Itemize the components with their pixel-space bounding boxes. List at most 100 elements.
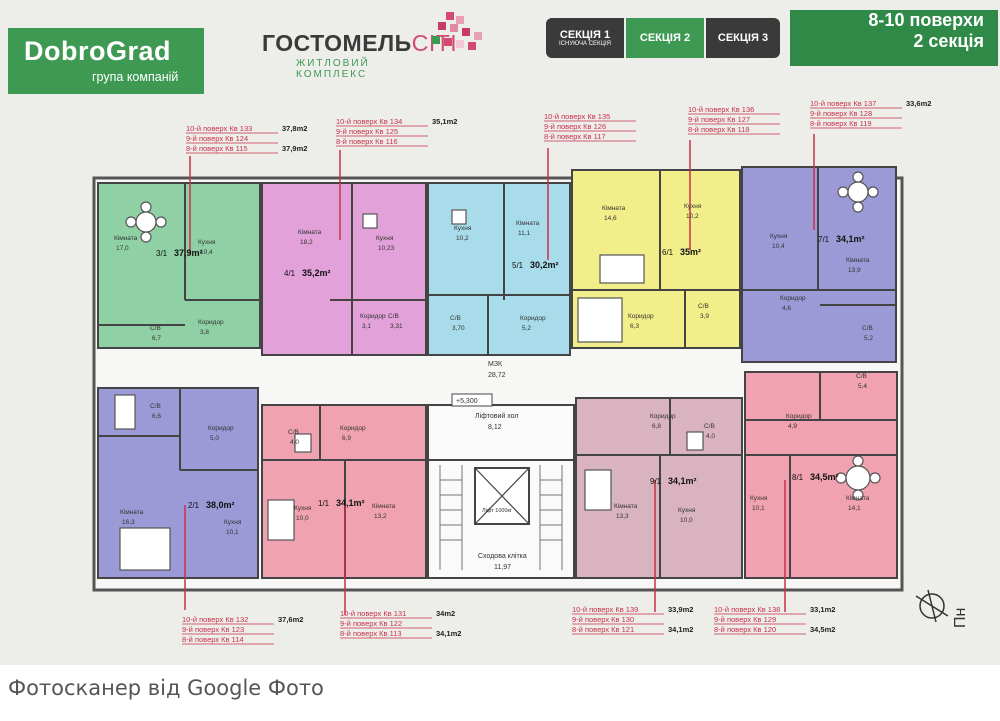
section-2-label: СЕКЦІЯ 2 <box>639 32 691 44</box>
floor-apartment-line: 9-й поверх Кв 126 <box>544 122 606 131</box>
room-area: 10,2 <box>456 235 469 242</box>
floor-apartment-line: 9-й поверх Кв 124 <box>186 134 248 143</box>
section-2-tab[interactable]: СЕКЦІЯ 2 <box>626 18 704 58</box>
room-name: Коридор <box>628 313 654 320</box>
room-area: 5,4 <box>858 383 867 390</box>
floor-apartment-line: 8-й поверх Кв 120 <box>714 625 776 634</box>
section-1-note: ІСНУЮЧА СЕКЦІЯ <box>559 41 611 47</box>
project-subtitle: ЖИТЛОВИЙ КОМПЛЕКС <box>296 58 370 80</box>
floor-apartment-line: 8-й поверх Кв 115 <box>186 144 248 153</box>
room-area: 4,6 <box>782 305 791 312</box>
unit-code: 9/1 <box>650 477 662 486</box>
brand-name: DobroGrad <box>24 36 172 66</box>
unit-code: 4/1 <box>284 269 296 278</box>
room-area: 3,8 <box>200 329 209 336</box>
room-area: 6,3 <box>630 323 639 330</box>
project-title-main: ГОСТОМЕЛЬ <box>262 30 412 56</box>
north-arrow-icon: Пн <box>915 589 969 628</box>
unit-code: 2/1 <box>188 501 200 510</box>
room-area: 3,31 <box>390 323 403 330</box>
floor-apartment-line: 9-й поверх Кв 128 <box>810 109 872 118</box>
room-name: С/В <box>450 315 461 322</box>
unit-code: 7/1 <box>818 235 830 244</box>
unit-3-1 <box>97 182 261 349</box>
floor-apartment-line: 9-й поверх Кв 123 <box>182 625 244 634</box>
floor-apartment-line: 8-й поверх Кв 113 <box>340 629 402 638</box>
floor-apartment-line: 9-й поверх Кв 125 <box>336 127 398 136</box>
section-3-tab[interactable]: СЕКЦІЯ 3 <box>706 18 780 58</box>
room-area: 6,7 <box>152 335 161 342</box>
room-area: 13,2 <box>374 513 387 520</box>
room-area: 10,4 <box>200 249 213 256</box>
unit-code: 5/1 <box>512 261 524 270</box>
room-name: С/В <box>150 325 161 332</box>
floor-apartment-line: 8-й поверх Кв 118 <box>688 125 750 134</box>
floor-apartment-line: 10-й поверх Кв 138 <box>714 605 780 614</box>
section-number: 2 секція <box>913 31 984 51</box>
room-name: Коридор <box>780 295 806 302</box>
room-name: Кухня <box>684 203 702 210</box>
floor-apartment-line: 10-й поверх Кв 137 <box>810 99 876 108</box>
room-area: 10,4 <box>772 243 785 250</box>
area-top: 33,9m2 <box>668 605 693 614</box>
area-top: 34m2 <box>436 609 455 618</box>
room-name: С/В <box>150 403 161 410</box>
room-area: 4,9 <box>788 423 797 430</box>
room-area: 10,0 <box>680 517 693 524</box>
room-name: С/В <box>704 423 715 430</box>
area-bottom: 34,5m2 <box>810 625 835 634</box>
room-name: Коридор <box>340 425 366 432</box>
room-name: Кухня <box>454 225 472 232</box>
room-area: 3,1 <box>362 323 371 330</box>
room-name: Кімната <box>120 508 144 516</box>
room-name: Кімната <box>602 204 626 212</box>
unit-4-1 <box>261 182 427 356</box>
unit-code: 3/1 <box>156 249 168 258</box>
room-area: 17,0 <box>116 245 129 252</box>
section-3-label: СЕКЦІЯ 3 <box>717 32 769 44</box>
floor-apartment-line: 9-й поверх Кв 130 <box>572 615 634 624</box>
room-name: Кухня <box>750 495 768 502</box>
room-name: Кухня <box>770 233 788 240</box>
unit-code: 8/1 <box>792 473 804 482</box>
floor-apartment-line: 9-й поверх Кв 127 <box>688 115 750 124</box>
floor-apartment-line: 10-й поверх Кв 134 <box>336 117 402 126</box>
room-name: Кімната <box>114 234 138 242</box>
room-name: С/В <box>862 325 873 332</box>
floor-apartment-line: 10-й поверх Кв 139 <box>572 605 638 614</box>
room-area: 18,2 <box>300 239 313 246</box>
area-top: 33,1m2 <box>810 605 835 614</box>
room-area: 3,9 <box>700 313 709 320</box>
room-area: 10,1 <box>752 505 765 512</box>
floor-apartment-line: 10-й поверх Кв 132 <box>182 615 248 624</box>
unit-area: 34,1m² <box>668 476 697 486</box>
room-area: 14,1 <box>848 505 861 512</box>
unit-area: 30,2m² <box>530 260 559 270</box>
area-top: 35,1m2 <box>432 117 457 126</box>
level-mark: +5,300 <box>456 398 478 405</box>
area-top: 37,6m2 <box>278 615 303 624</box>
section-1-label: СЕКЦІЯ 1 <box>559 29 611 41</box>
floor-apartment-line: 8-й поверх Кв 121 <box>572 625 634 634</box>
floor-apartment-line: 10-й поверх Кв 135 <box>544 112 610 121</box>
unit-code: 6/1 <box>662 248 674 257</box>
mzk-area: 28,72 <box>488 372 506 379</box>
unit-code: 1/1 <box>318 499 330 508</box>
room-name: Коридор <box>520 315 546 322</box>
room-area: 6,9 <box>342 435 351 442</box>
unit-area: 34,1m² <box>836 234 865 244</box>
room-name: Кімната <box>846 494 870 502</box>
room-name: Кімната <box>298 228 322 236</box>
room-area: 10,0 <box>296 515 309 522</box>
room-name: Кухня <box>678 507 696 514</box>
project-pixel-logo-icon <box>432 12 482 50</box>
room-name: Коридор <box>786 413 812 420</box>
